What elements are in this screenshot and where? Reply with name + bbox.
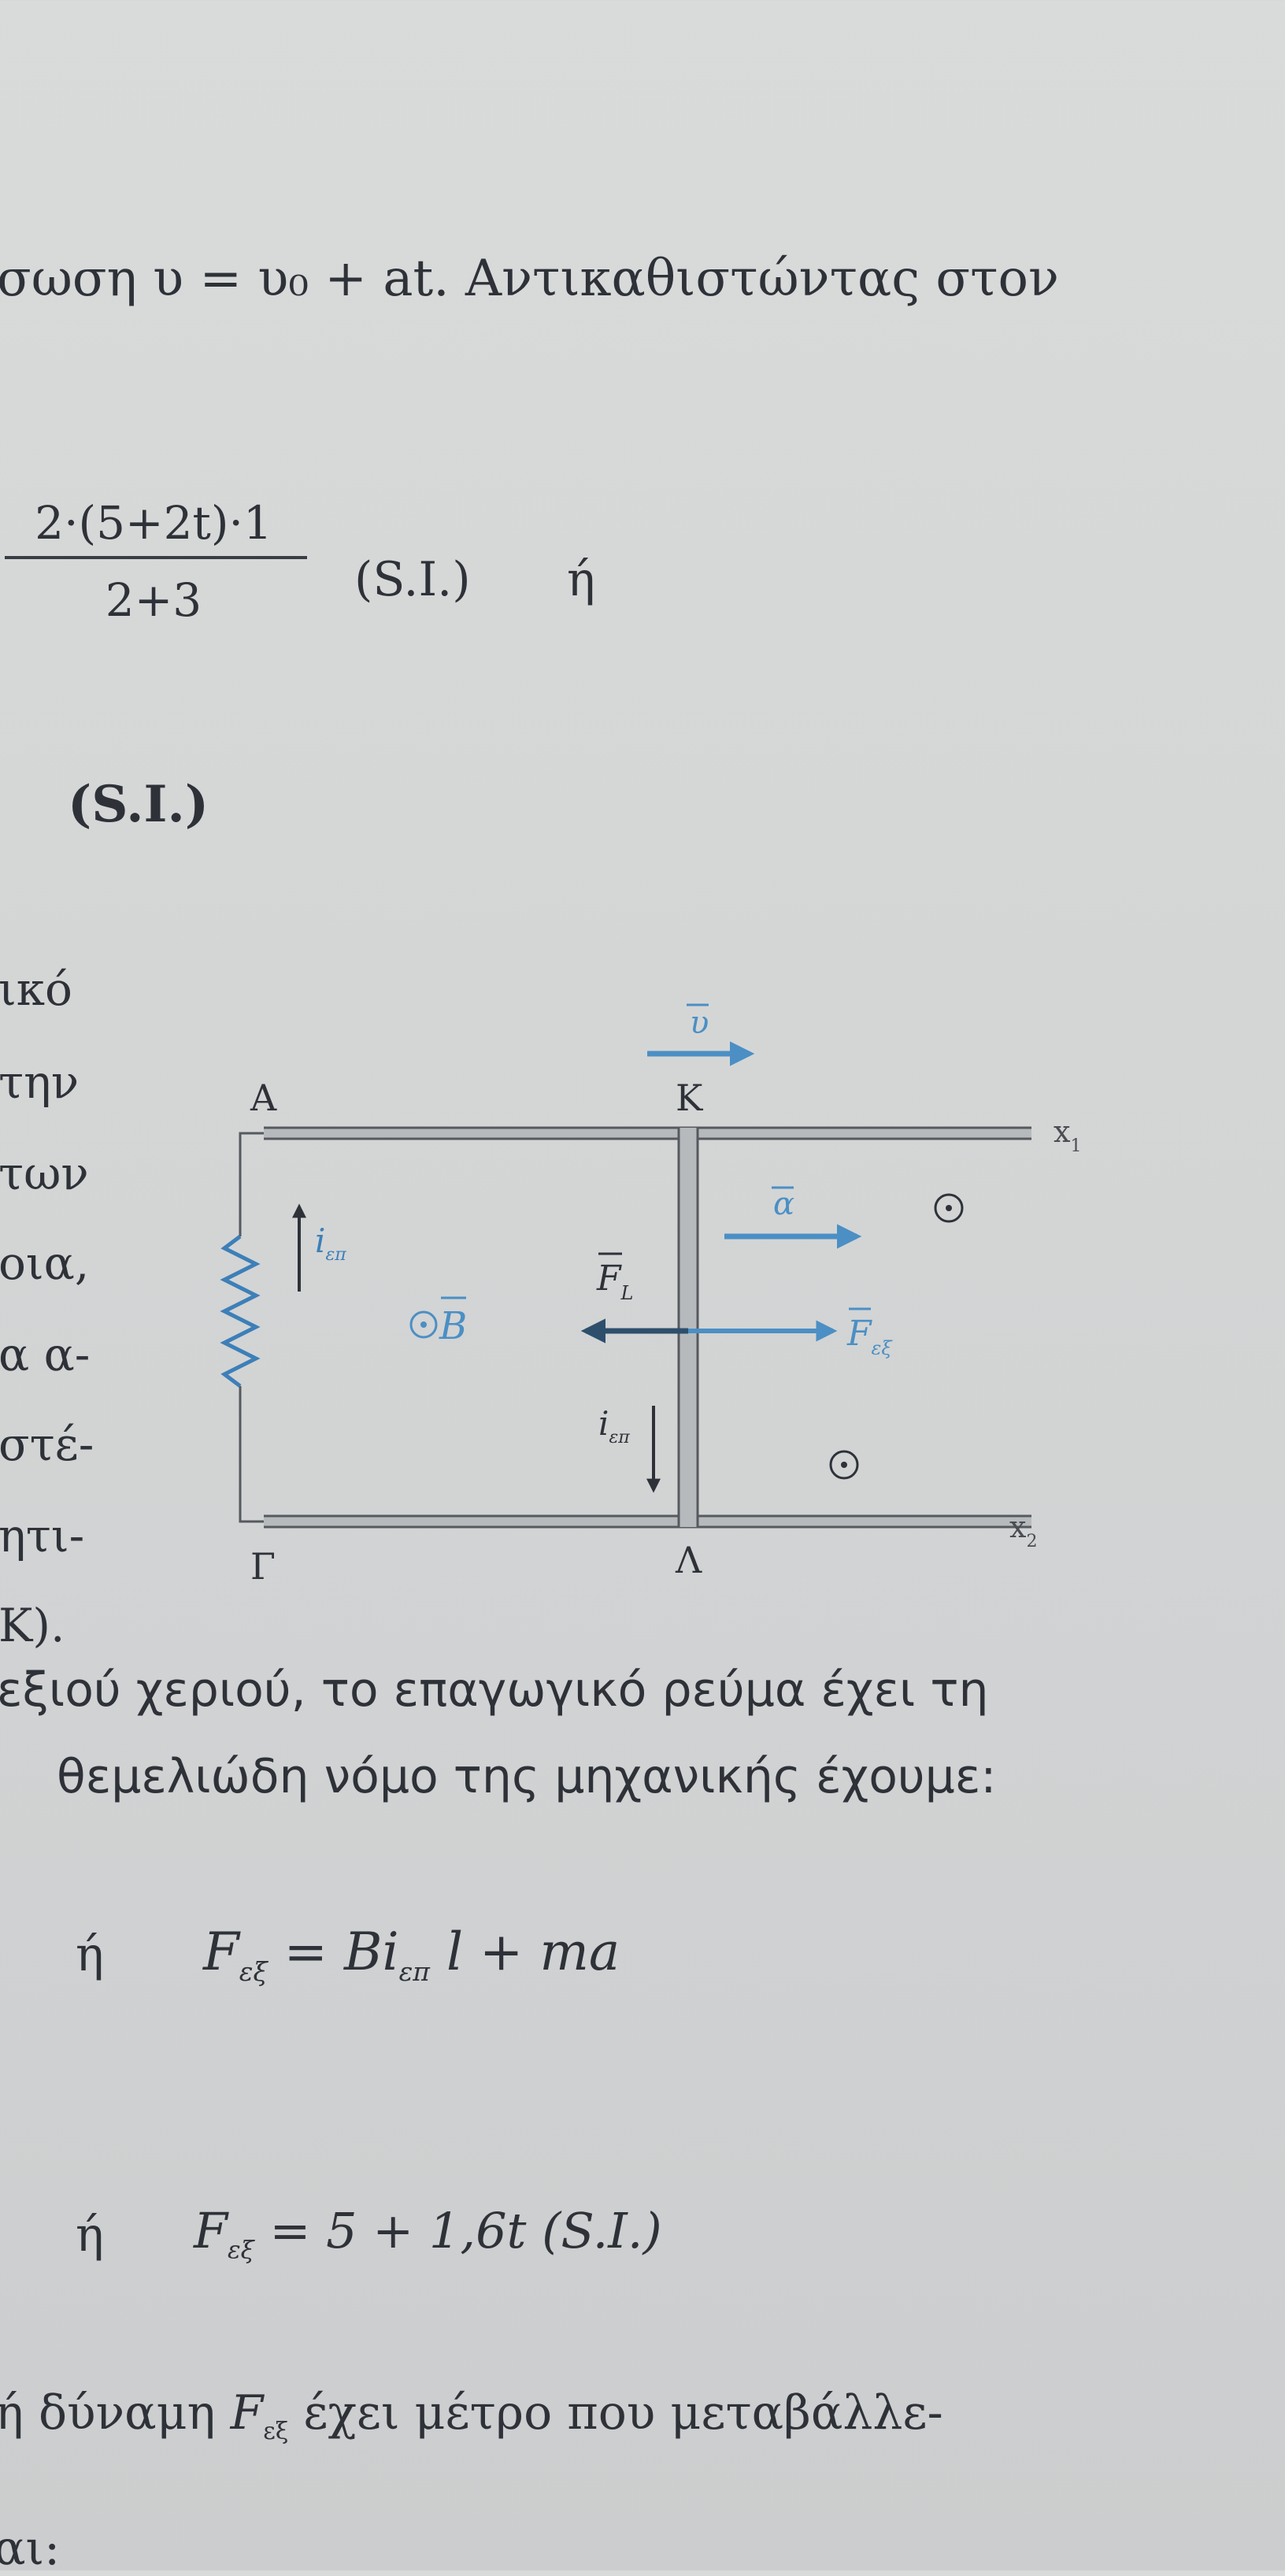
svg-text:FL: FL: [596, 1258, 633, 1304]
word-fragment: α α-: [0, 1328, 91, 1381]
acceleration-vector: α: [724, 1186, 862, 1249]
circuit-diagram: Α Κ Γ Λ x1 x2 υ α FL Fεξ: [220, 1003, 1081, 1588]
equation-force-external: Fεξ = Biεπ l + ma: [203, 1922, 620, 1988]
induced-current-left: iεπ: [292, 1203, 346, 1292]
external-force-vector: Fεξ: [688, 1307, 893, 1359]
word-fragment: την: [0, 1055, 80, 1109]
word-fragment: ητι-: [0, 1509, 85, 1562]
word-fragment: οια,: [0, 1236, 90, 1290]
svg-text:υ: υ: [690, 1005, 709, 1041]
lorentz-force-vector: FL: [580, 1252, 688, 1344]
word-fragment: ικό: [0, 962, 72, 1016]
top-rail: [264, 1126, 1031, 1140]
closing-line-1: ή δύναμη Fεξ έχει μέτρο που μεταβάλλε-: [0, 2385, 943, 2445]
conducting-rod: [677, 1128, 699, 1527]
dot-in-circle-icon: [934, 1193, 964, 1223]
svg-text:iεπ: iεπ: [315, 1221, 346, 1265]
left-wire: [239, 1132, 264, 1523]
label-x1: x1: [1054, 1114, 1081, 1156]
equation1-or: ή: [76, 1927, 104, 1982]
svg-text:B: B: [439, 1304, 467, 1348]
label-K: Κ: [676, 1077, 704, 1119]
fraction-expression: 2·(5+2t)·1 2+3: [0, 496, 307, 627]
paragraph-line-1: εξιού χεριού, το επαγωγικό ρεύμα έχει τη: [0, 1662, 989, 1718]
word-fragment: στέ-: [0, 1418, 94, 1471]
equation-force-value: Fεξ = 5 + 1,6t (S.I.): [194, 2202, 662, 2265]
equation2-or: ή: [76, 2207, 104, 2263]
resistor-icon: [220, 1235, 261, 1388]
closing-line-2: αι:: [0, 2521, 61, 2576]
word-fragment: των: [0, 1147, 89, 1200]
fraction-denominator: 2+3: [105, 573, 202, 627]
fraction-or: ή: [567, 552, 595, 607]
label-Gamma: Γ: [250, 1545, 276, 1588]
svg-text:α: α: [773, 1186, 794, 1222]
svg-text:iεπ: iεπ: [598, 1404, 630, 1447]
dot-in-circle-icon: [829, 1450, 859, 1480]
magnetic-field-label: B: [409, 1296, 467, 1348]
fraction-unit: (S.I.): [354, 552, 471, 607]
dot-in-circle-icon: [409, 1310, 438, 1339]
paragraph-line-2: θεμελιώδη νόμο της μηχανικής έχουμε:: [57, 1749, 997, 1804]
si-unit-bold: (S.I.): [68, 775, 209, 834]
word-fragment: Κ).: [0, 1599, 65, 1652]
fraction-bar: [5, 556, 307, 559]
velocity-vector: υ: [647, 1003, 755, 1066]
svg-text:Fεξ: Fεξ: [846, 1314, 893, 1359]
bottom-rail: [264, 1514, 1031, 1529]
label-Lambda: Λ: [675, 1539, 702, 1581]
fraction-numerator: 2·(5+2t)·1: [35, 496, 272, 550]
induced-current-rod: iεπ: [598, 1404, 661, 1493]
text-line-velocity-equation: σωση υ = υ₀ + at. Αντικαθιστώντας στον: [0, 250, 1059, 308]
label-x2: x2: [1009, 1510, 1037, 1551]
label-A: Α: [250, 1077, 277, 1119]
